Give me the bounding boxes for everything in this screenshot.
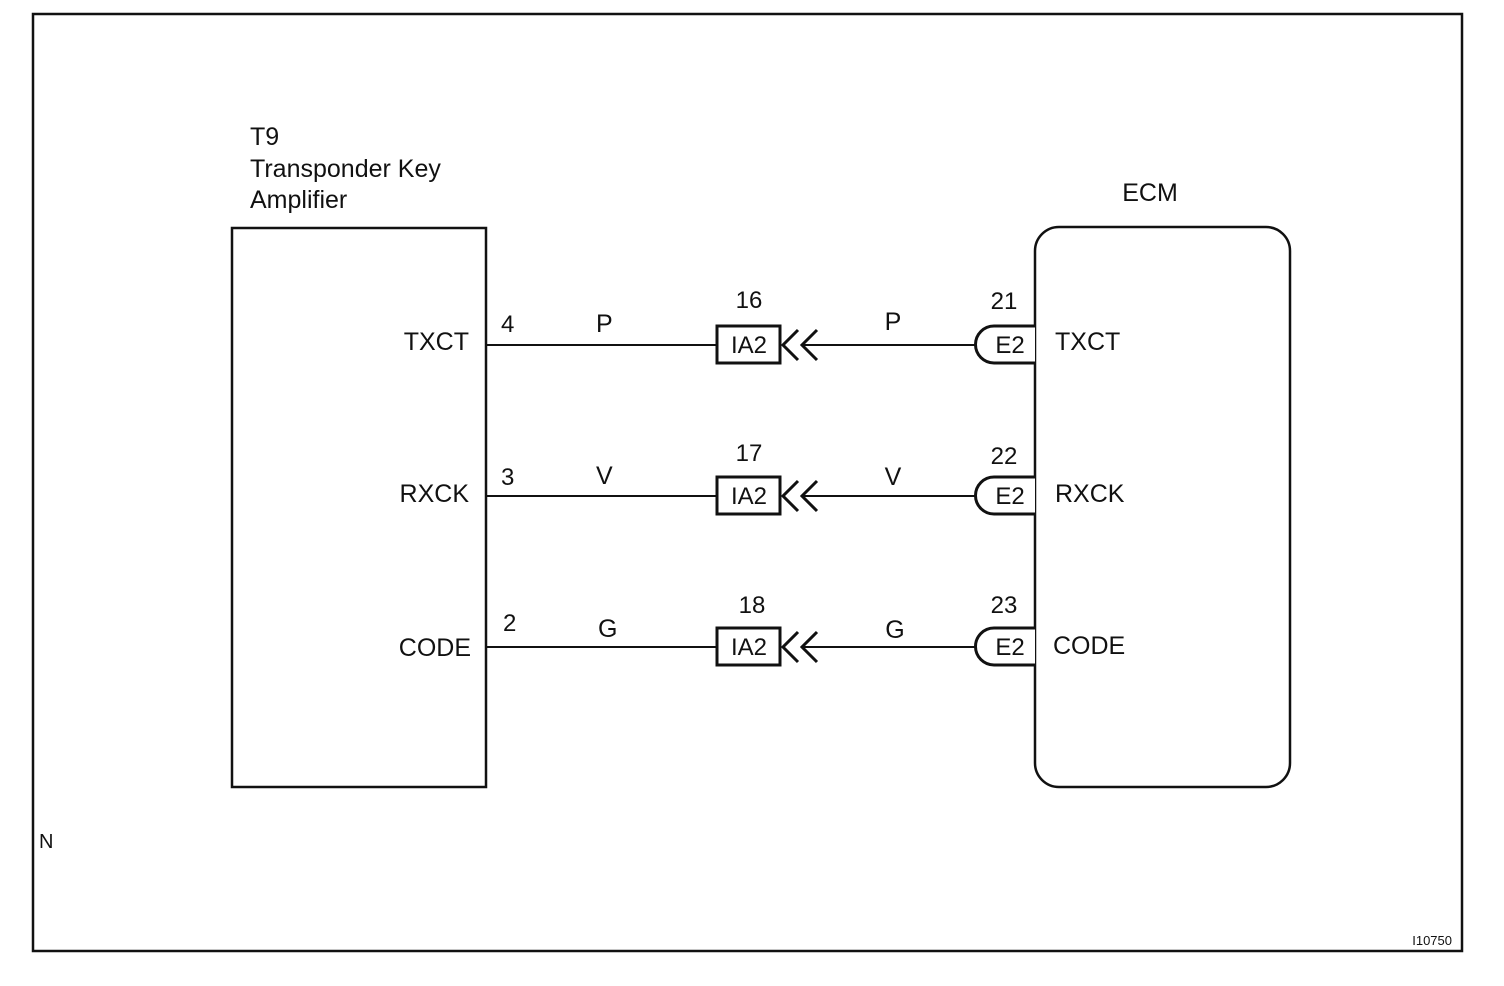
left-component-ref: T9 xyxy=(250,123,279,151)
left-component-name-line2: Amplifier xyxy=(250,186,347,214)
right-signal-label: TXCT xyxy=(1055,328,1120,356)
left-component-name-line1: Transponder Key xyxy=(250,155,441,183)
left-wire-color: P xyxy=(596,310,613,338)
junction-pin-number: 17 xyxy=(736,440,763,467)
diagram-frame xyxy=(31,12,1464,953)
ecm-connector-label: E2 xyxy=(995,634,1024,661)
right-wire-color: G xyxy=(885,616,904,644)
junction-pin-number: 16 xyxy=(736,287,763,314)
ecm-connector-label: E2 xyxy=(995,332,1024,359)
ecm-pin-number: 21 xyxy=(991,288,1018,315)
ecm-pin-number: 22 xyxy=(991,443,1018,470)
circuit-rxck: RXCK 3 V 17 IA2 V 22 E2 RXCK xyxy=(400,440,1125,516)
left-signal-label: TXCT xyxy=(404,328,469,356)
left-wire-color: V xyxy=(596,462,613,490)
right-signal-label: RXCK xyxy=(1055,480,1125,508)
right-wire-color: P xyxy=(885,308,902,336)
junction-connector-label: IA2 xyxy=(731,634,767,661)
ecm-connector-shape xyxy=(974,324,1035,365)
left-signal-label: RXCK xyxy=(400,480,470,508)
right-component-name: ECM xyxy=(1122,179,1178,207)
figure-id: I10750 xyxy=(1412,933,1452,948)
corner-letter: N xyxy=(39,831,53,853)
circuit-txct: TXCT 4 P 16 IA2 P 21 E2 TXCT xyxy=(404,287,1120,365)
right-wire-color: V xyxy=(885,463,902,491)
left-pin-number: 3 xyxy=(501,464,514,491)
junction-pin-number: 18 xyxy=(739,592,766,619)
ecm-connector-shape xyxy=(974,626,1035,667)
ecm-connector-label: E2 xyxy=(995,483,1024,510)
transponder-key-amplifier-box xyxy=(230,226,488,789)
junction-connector-box xyxy=(715,475,782,516)
ecm-connector-shape xyxy=(974,475,1035,516)
left-pin-number: 4 xyxy=(501,311,514,338)
right-signal-label: CODE xyxy=(1053,632,1125,660)
junction-connector-label: IA2 xyxy=(731,332,767,359)
junction-connector-label: IA2 xyxy=(731,483,767,510)
junction-connector-box xyxy=(715,324,782,365)
ecm-pin-number: 23 xyxy=(991,592,1018,619)
left-signal-label: CODE xyxy=(399,634,471,662)
left-wire-color: G xyxy=(598,615,617,643)
junction-connector-box xyxy=(715,626,782,667)
left-pin-number: 2 xyxy=(503,610,516,637)
circuit-code: CODE 2 G 18 IA2 G 23 E2 CODE xyxy=(399,592,1125,667)
